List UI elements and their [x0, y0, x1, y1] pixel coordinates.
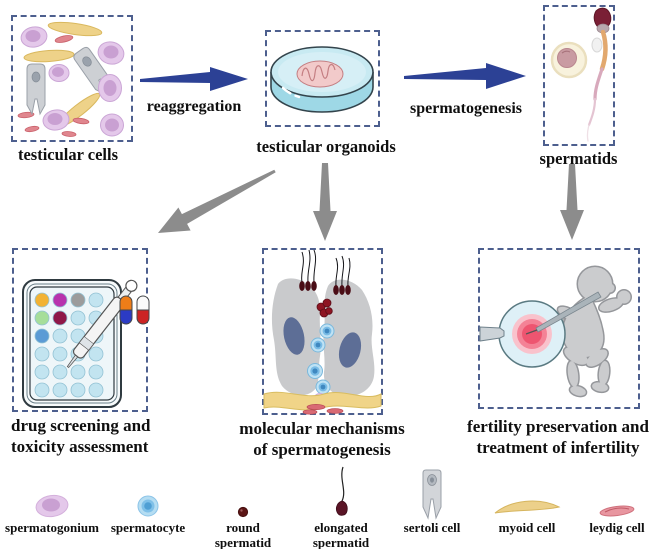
- legend-item-sertoli-cell: sertoli cell: [377, 465, 487, 536]
- legend-label: spermatogonium: [5, 520, 99, 535]
- arrow-to-molecular-mechanisms-icon: [313, 163, 337, 241]
- legend-label: round spermatid: [214, 520, 272, 549]
- testicular-cells-box: [11, 15, 133, 142]
- molecular-mechanisms-label: molecular mechanisms of spermatogenesis: [239, 419, 405, 459]
- myoid-cell-icon: [494, 500, 561, 514]
- legend-label: elongated spermatid: [312, 520, 370, 549]
- legend-item-round-spermatid: round spermatid: [188, 465, 298, 549]
- well-plate-illustration: [22, 279, 150, 408]
- testicular-organoids-illustration: [270, 46, 374, 113]
- testicular-cells-illustration: [17, 21, 125, 137]
- arrow-to-fertility-icon: [560, 164, 584, 240]
- legend-item-spermatogonium: spermatogonium: [0, 465, 107, 536]
- spermatocyte-icon: [137, 495, 159, 517]
- spermatids-label: spermatids: [539, 149, 618, 168]
- legend-label: sertoli cell: [403, 520, 461, 535]
- reaggregation-label: reaggregation: [146, 98, 242, 115]
- spermatids-box: [543, 5, 615, 146]
- drug-screening-label: drug screening and toxicity assessment: [11, 416, 151, 456]
- testicular-organoids-label: testicular organoids: [256, 137, 396, 156]
- arrow-to-drug-screening-icon: [158, 169, 276, 233]
- legend-label: leydig cell: [589, 520, 645, 535]
- leydig-cell-icon: [599, 505, 635, 517]
- spermatogenesis-label: spermatogenesis: [410, 100, 522, 117]
- legend-item-leydig-cell: leydig cell: [562, 465, 650, 536]
- seminiferous-tubule-illustration: [263, 249, 382, 415]
- capsules-icon: [119, 295, 150, 325]
- legend-item-myoid-cell: myoid cell: [472, 465, 582, 536]
- drug-screening-box: [12, 248, 150, 412]
- icsi-baby-illustration: [479, 265, 632, 399]
- holding-pipette-icon: [479, 326, 505, 342]
- sertoli-cell-icon: [422, 469, 442, 520]
- injection-needle-icon: [535, 291, 602, 333]
- spermatogonium-icon: [35, 494, 69, 518]
- reaggregation-arrow-icon: [140, 67, 248, 91]
- round-spermatid-icon: [237, 506, 249, 518]
- fertility-label: fertility preservation and treatment of …: [467, 417, 649, 457]
- spermatogenesis-arrow-icon: [404, 63, 526, 89]
- elongated-spermatid-icon: [335, 466, 348, 516]
- legend-label: myoid cell: [498, 520, 556, 535]
- legend-label: spermatocyte: [110, 520, 186, 535]
- fertility-box: [478, 248, 640, 409]
- legend-item-spermatocyte: spermatocyte: [93, 465, 203, 536]
- molecular-mechanisms-box: [262, 248, 383, 415]
- legend-item-elongated-spermatid: elongated spermatid: [286, 465, 396, 549]
- testicular-organoids-box: [265, 30, 380, 127]
- testicular-cells-label: testicular cells: [17, 145, 119, 164]
- spermatids-illustration: [550, 7, 612, 142]
